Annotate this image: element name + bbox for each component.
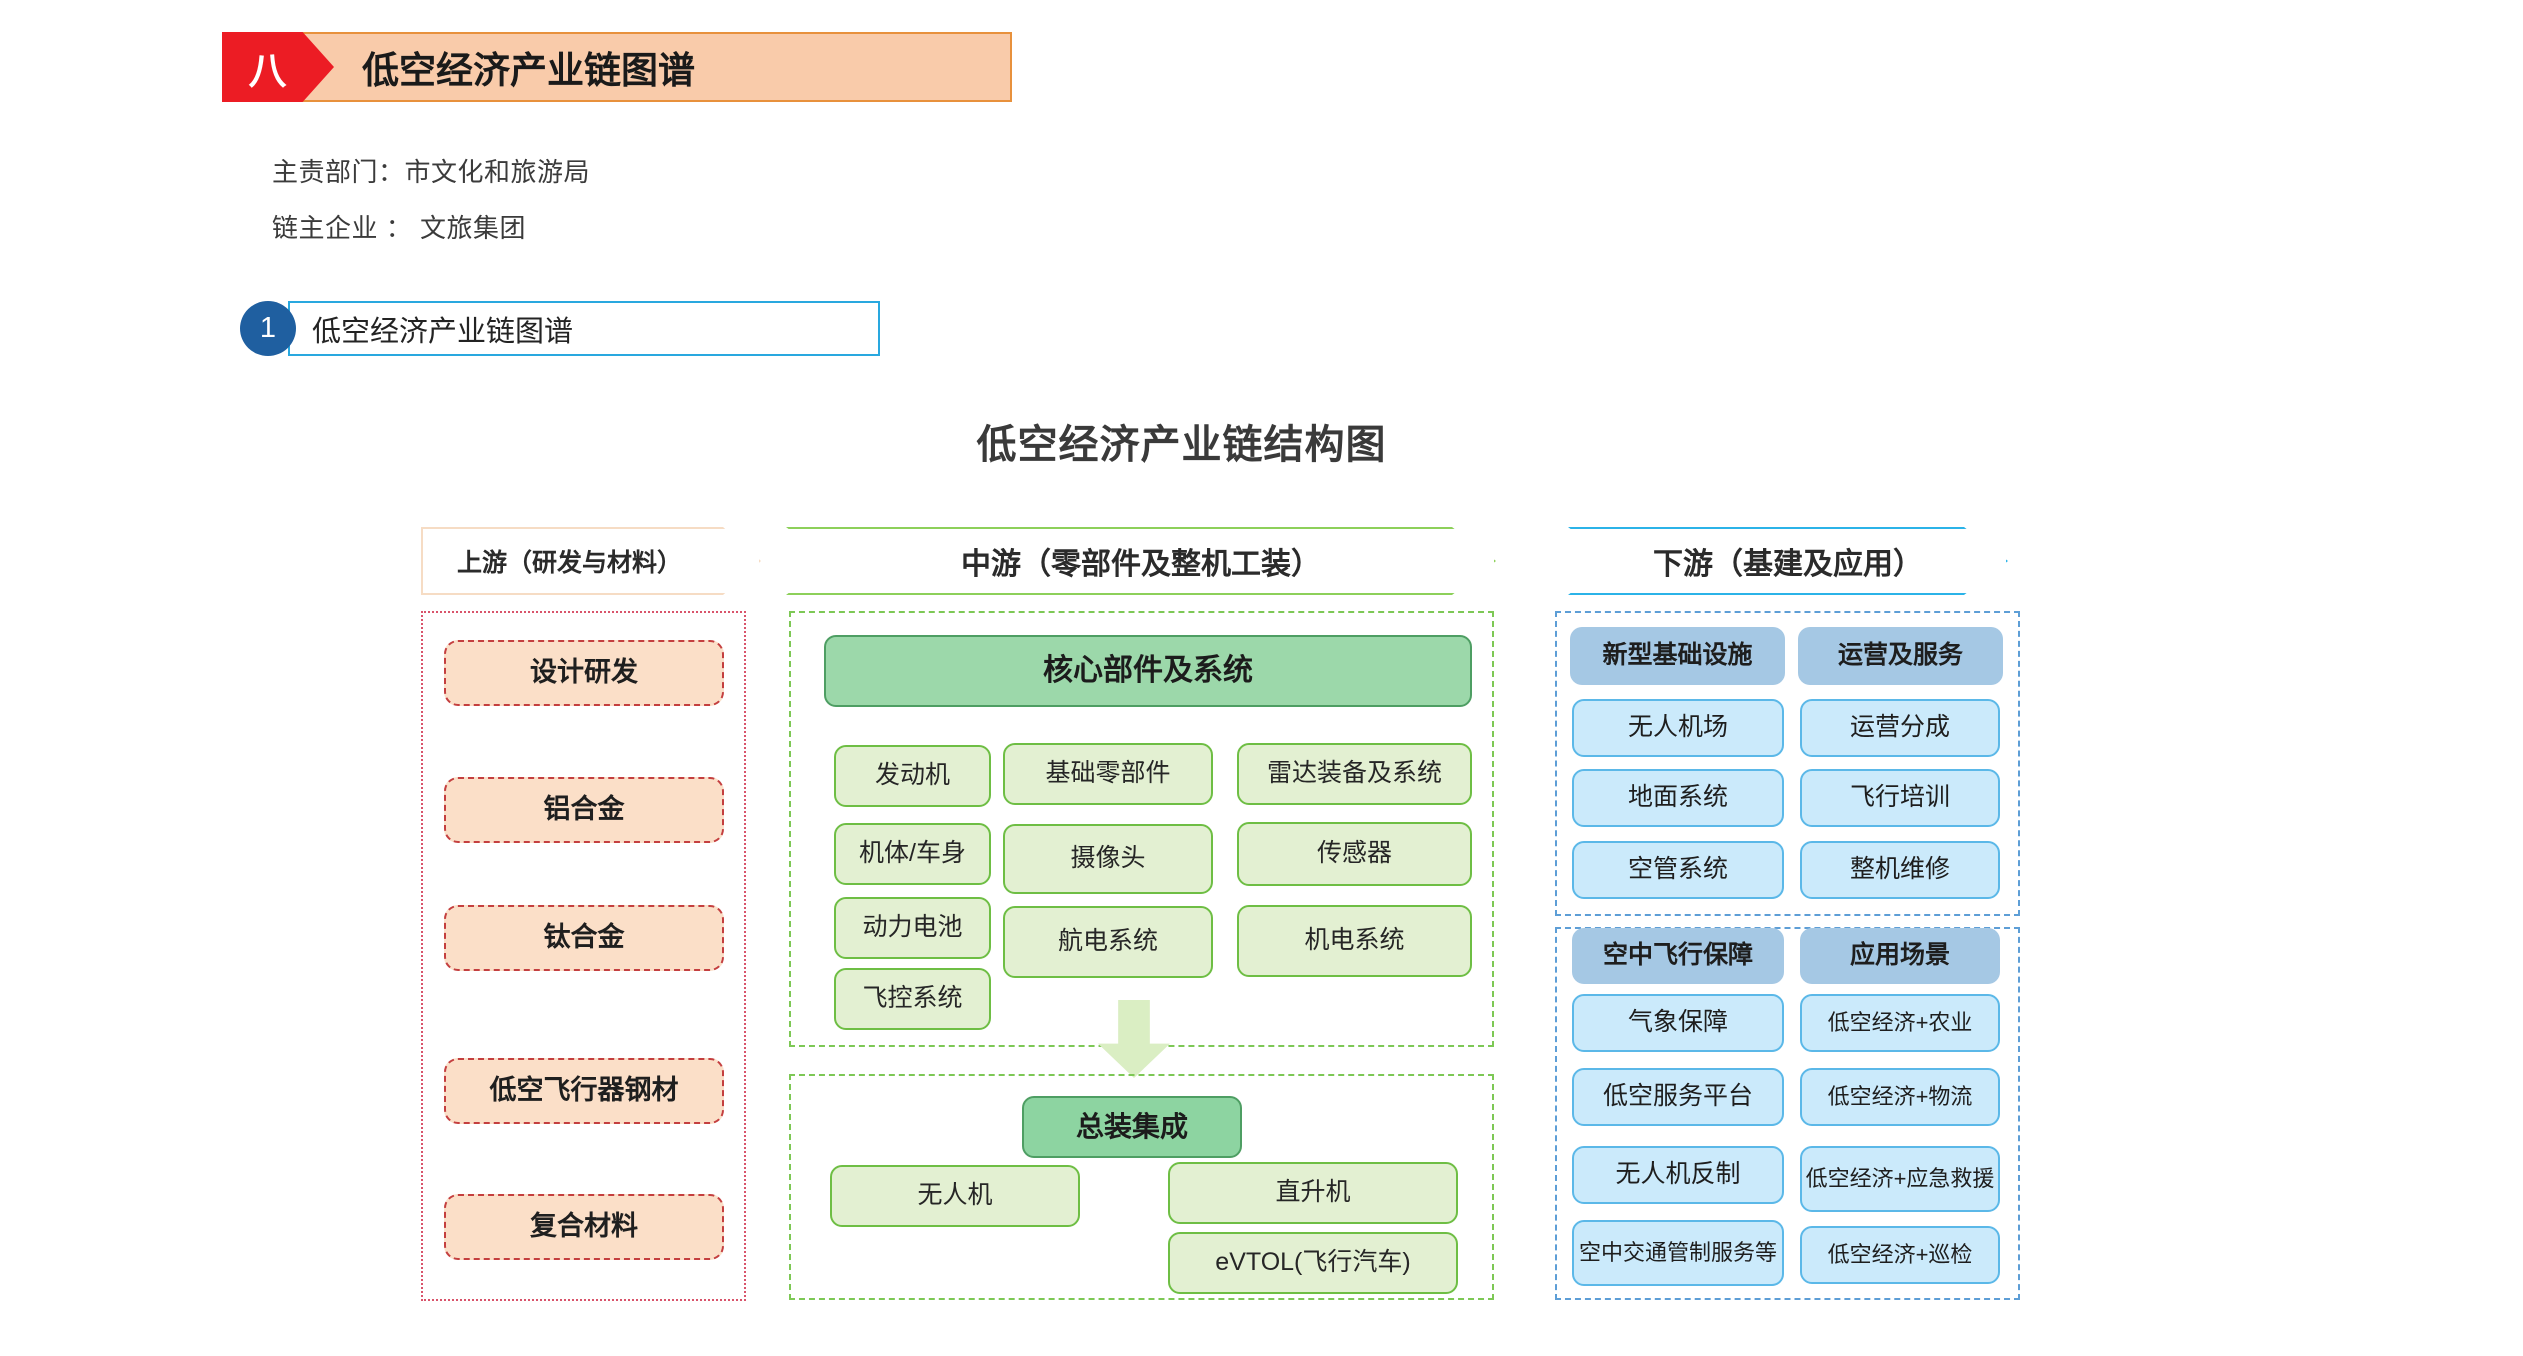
upstream-item-4[interactable]: 复合材料 (444, 1194, 724, 1260)
downstream-g1-col1-item-1[interactable]: 地面系统 (1572, 769, 1784, 827)
meta-lead-enterprise: 链主企业 ： 文旅集团 (272, 213, 526, 243)
midstream-core-col1-item-3[interactable]: 飞控系统 (834, 968, 991, 1030)
upstream-item-3[interactable]: 低空飞行器钢材 (444, 1058, 724, 1124)
section-header-frame (288, 301, 880, 356)
midstream-core-col2-item-2[interactable]: 航电系统 (1003, 906, 1213, 978)
downstream-g1-col1-header: 新型基础设施 (1570, 627, 1785, 685)
downstream-g1-col1-item-2[interactable]: 空管系统 (1572, 841, 1784, 899)
downstream-g2-col2-item-0[interactable]: 低空经济+农业 (1800, 994, 2000, 1052)
downstream-g2-col2-item-1[interactable]: 低空经济+物流 (1800, 1068, 2000, 1126)
midstream-core-col1-item-2[interactable]: 动力电池 (834, 897, 991, 959)
upstream-header: 上游（研发与材料） (421, 527, 761, 595)
downstream-g2-col1-item-1[interactable]: 低空服务平台 (1572, 1068, 1784, 1126)
midstream-core-col1-item-0[interactable]: 发动机 (834, 745, 991, 807)
downstream-g2-col1-item-0[interactable]: 气象保障 (1572, 994, 1784, 1052)
banner-background (222, 32, 1012, 102)
assembly-right-item-1[interactable]: eVTOL(飞行汽车) (1168, 1232, 1458, 1294)
downstream-infrastructure-panel (1555, 611, 2020, 916)
meta-department: 主责部门：市文化和旅游局 (272, 157, 591, 187)
downstream-g2-col2-item-2[interactable]: 低空经济+应急救援 (1800, 1146, 2000, 1212)
downstream-g2-col1-item-2[interactable]: 无人机反制 (1572, 1146, 1784, 1204)
assembly-left-item-0[interactable]: 无人机 (830, 1165, 1080, 1227)
upstream-item-1[interactable]: 铝合金 (444, 777, 724, 843)
downstream-application-panel (1555, 927, 2020, 1300)
diagram-title: 低空经济产业链结构图 (0, 412, 2523, 470)
midstream-assembly-panel (789, 1074, 1494, 1300)
downstream-g1-col2-item-0[interactable]: 运营分成 (1800, 699, 2000, 757)
midstream-core-header: 核心部件及系统 (824, 635, 1472, 707)
upstream-item-0[interactable]: 设计研发 (444, 640, 724, 706)
downstream-header: 下游（基建及应用） (1568, 527, 2008, 595)
assembly-right-item-0[interactable]: 直升机 (1168, 1162, 1458, 1224)
midstream-core-col1-item-1[interactable]: 机体/车身 (834, 823, 991, 885)
downstream-g2-col1-header: 空中飞行保障 (1572, 928, 1784, 984)
midstream-core-col2-item-0[interactable]: 基础零部件 (1003, 743, 1213, 805)
diagram-title-text: 低空经济产业链结构图 (976, 423, 1387, 467)
section-title: 低空经济产业链图谱 (312, 315, 574, 348)
downstream-g1-col1-item-0[interactable]: 无人机场 (1572, 699, 1784, 757)
downstream-g2-col1-item-3[interactable]: 空中交通管制服务等 (1572, 1220, 1784, 1286)
section-header: 1 低空经济产业链图谱 (240, 301, 880, 356)
banner-number-text: 八 (248, 50, 288, 93)
downstream-g1-col2-item-2[interactable]: 整机维修 (1800, 841, 2000, 899)
midstream-assembly-header: 总装集成 (1022, 1096, 1242, 1158)
downstream-g2-col2-item-3[interactable]: 低空经济+巡检 (1800, 1226, 2000, 1284)
downstream-g1-col2-item-1[interactable]: 飞行培训 (1800, 769, 2000, 827)
downstream-g2-col2-header: 应用场景 (1800, 928, 2000, 984)
section-number-badge: 1 (240, 301, 296, 356)
upstream-item-2[interactable]: 钛合金 (444, 905, 724, 971)
midstream-core-col3-item-2[interactable]: 机电系统 (1237, 905, 1472, 977)
page-title: 低空经济产业链图谱 (362, 50, 695, 91)
page-banner: 八 低空经济产业链图谱 (222, 32, 1012, 102)
upstream-panel (421, 611, 746, 1301)
midstream-core-col3-item-0[interactable]: 雷达装备及系统 (1237, 743, 1472, 805)
midstream-core-col2-item-1[interactable]: 摄像头 (1003, 824, 1213, 894)
midstream-header: 中游（零部件及整机工装） (786, 527, 1496, 595)
midstream-core-col3-item-1[interactable]: 传感器 (1237, 822, 1472, 886)
downstream-g1-col2-header: 运营及服务 (1798, 627, 2003, 685)
